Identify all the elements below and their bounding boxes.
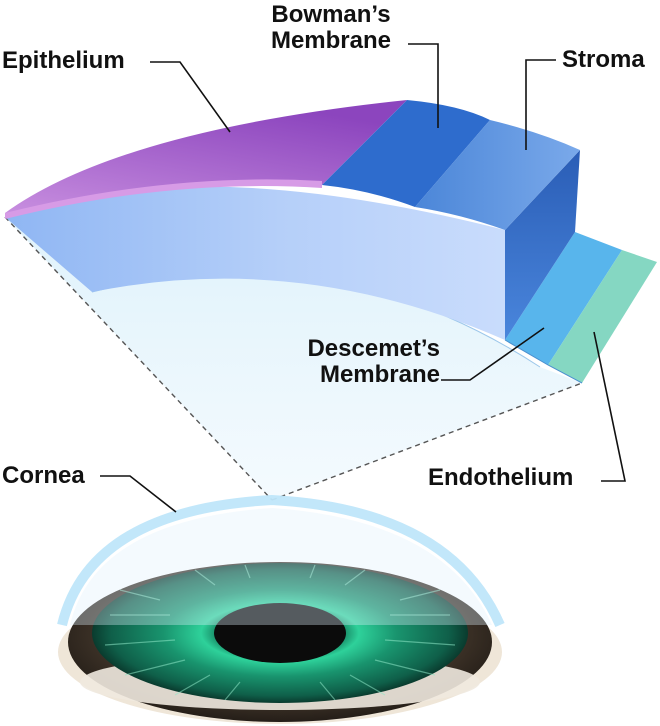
endothelium-shape bbox=[548, 250, 657, 383]
stroma-side-face bbox=[505, 150, 580, 340]
projection-cone bbox=[5, 217, 582, 500]
descemets-membrane-shape bbox=[505, 232, 622, 365]
endothelium-leader bbox=[593, 331, 626, 482]
stroma-leader bbox=[525, 59, 556, 150]
stroma-label: Stroma bbox=[562, 46, 645, 73]
epithelium-shape bbox=[5, 100, 407, 217]
descemets-leader bbox=[441, 327, 545, 381]
bowmans-membrane-shape bbox=[322, 100, 490, 207]
epithelium-edge bbox=[5, 179, 322, 219]
stroma-top-shape bbox=[415, 120, 580, 230]
epithelium-leader bbox=[150, 61, 231, 133]
cornea-arc bbox=[57, 494, 505, 627]
projection-edge-left bbox=[4, 216, 273, 501]
cornea-label: Cornea bbox=[2, 462, 85, 489]
pupil bbox=[214, 603, 346, 663]
descemets-membrane-label: Descemet’s Membrane bbox=[307, 335, 440, 388]
cornea-front-face bbox=[5, 186, 505, 340]
cornea-leader bbox=[100, 475, 177, 513]
leader-lines bbox=[100, 43, 626, 513]
bowmans-membrane-label: Bowman’s Membrane bbox=[270, 1, 392, 54]
epithelium-label: Epithelium bbox=[2, 47, 125, 74]
endothelium-label: Endothelium bbox=[428, 464, 574, 491]
eye-illustration bbox=[57, 494, 505, 724]
projection-edge-right bbox=[271, 382, 583, 501]
bowmans-leader bbox=[408, 43, 439, 128]
